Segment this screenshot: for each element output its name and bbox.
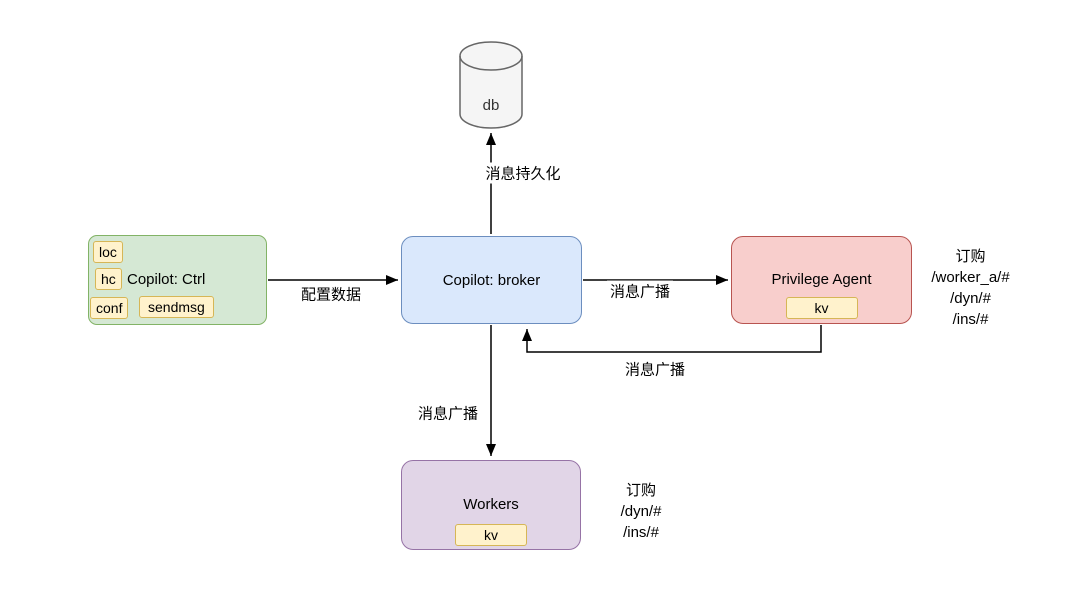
tag-sendmsg: sendmsg: [139, 296, 214, 318]
agent-node-label: Privilege Agent: [771, 271, 872, 288]
tag-conf: conf: [90, 297, 129, 319]
agent-subscriptions: 订购 /worker_a/# /dyn/# /ins/#: [908, 246, 1033, 330]
ctrl-node-label: Copilot: Ctrl: [127, 271, 206, 288]
subscribe-title: 订购: [625, 482, 656, 499]
edge-label-broadcast-right: 消息广播: [606, 280, 674, 302]
subscribe-topic: /ins/#: [623, 524, 659, 541]
edge-label-broadcast-back: 消息广播: [621, 358, 689, 380]
edge-label-broadcast-down: 消息广播: [414, 402, 482, 424]
tag-kv-workers: kv: [455, 524, 527, 546]
tag-kv-agent: kv: [785, 297, 858, 319]
workers-node-label: Workers: [463, 496, 519, 513]
subscribe-topic: /worker_a/#: [931, 269, 1010, 286]
node-privilege-agent: Privilege Agent kv: [731, 236, 912, 324]
subscribe-title: 订购: [955, 248, 986, 265]
edge-label-config: 配置数据: [297, 283, 365, 305]
subscribe-topic: /dyn/#: [620, 503, 662, 520]
db-cylinder: [459, 41, 523, 129]
broker-node-label: Copilot: broker: [442, 271, 541, 289]
node-workers: Workers kv: [401, 460, 581, 550]
workers-subscriptions: 订购 /dyn/# /ins/#: [596, 480, 686, 543]
subscribe-topic: /ins/#: [952, 311, 989, 328]
tag-loc: loc: [93, 241, 123, 263]
edge-broadcast-back-arrow: [522, 325, 822, 353]
db-node-label: db: [482, 97, 500, 114]
node-copilot-broker: Copilot: broker: [401, 236, 582, 324]
node-copilot-ctrl: loc hc conf sendmsg Copilot: Ctrl: [88, 235, 267, 325]
edge-label-persist: 消息持久化: [482, 162, 564, 184]
tag-hc: hc: [95, 268, 122, 290]
subscribe-topic: /dyn/#: [950, 290, 991, 307]
